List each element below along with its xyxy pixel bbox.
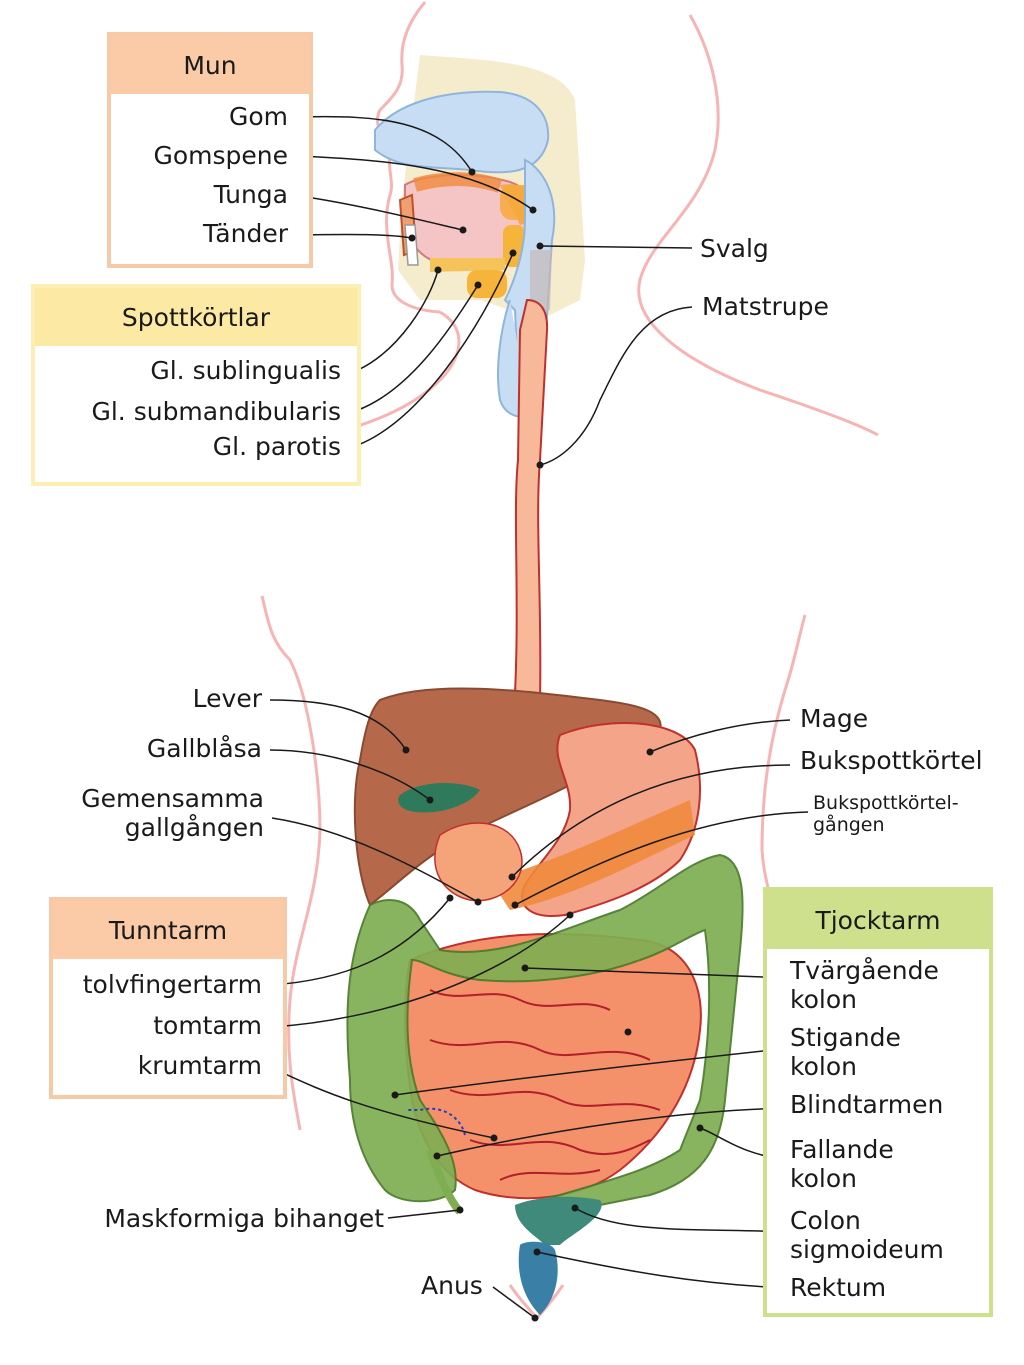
sigmoid-colon [515,1196,602,1245]
pancreas [490,800,695,910]
box-mun-title: Mun [111,36,309,94]
large-intestine [346,853,744,1212]
box-tjocktarm: Tjocktarm [763,887,993,1317]
gallbladder [398,783,480,813]
label-tander: Tänder [202,219,288,248]
box-spottkortlar-title: Spottkörtlar [35,288,357,346]
label-bukspottkortel: Bukspottkörtel [800,746,983,775]
box-tjocktarm-title: Tjocktarm [767,891,989,949]
label-fallande-kolon: Fallande kolon [790,1135,894,1193]
duodenum [434,822,523,902]
box-tunntarm: Tunntarm [49,897,287,1099]
label-gl-parotis: Gl. parotis [212,432,341,461]
label-tvargaende-kolon: Tvärgående kolon [790,956,939,1014]
label-matstrupe: Matstrupe [702,292,829,321]
box-tunntarm-title: Tunntarm [53,901,283,959]
label-gl-sublingualis: Gl. sublingualis [150,356,341,385]
label-stigande-kolon: Stigande kolon [790,1023,901,1081]
label-gomspene: Gomspene [153,141,288,170]
label-maskformiga-bihanget: Maskformiga bihanget [104,1204,384,1233]
label-colon-sigmoideum: Colon sigmoideum [790,1206,944,1264]
label-gemensamma-gallgangen: Gemensamma gallgången [81,784,264,842]
rectum [518,1241,558,1315]
label-svalg: Svalg [700,234,769,263]
body-outline [194,1,879,1321]
label-bukspottkortelgangen: Bukspottkörtel- gången [813,792,959,836]
cecum-arrow [408,1107,466,1136]
label-blindtarmen: Blindtarmen [790,1090,944,1119]
box-spottkortlar: Spottkörtlar [31,284,361,486]
leader-lines [269,115,809,1319]
label-gl-submandibularis: Gl. submandibularis [91,397,341,426]
label-gallblasa: Gallblåsa [146,734,262,763]
label-lever: Lever [192,684,262,713]
label-tunga: Tunga [213,180,288,209]
label-tomtarm: tomtarm [153,1011,262,1040]
label-tolvfingertarm: tolvfingertarm [82,970,262,999]
label-rektum: Rektum [790,1273,887,1302]
box-mun: Mun [107,32,313,268]
small-intestine-folds [429,989,661,1181]
label-krumtarm: krumtarm [137,1051,262,1080]
label-mage: Mage [800,704,869,733]
esophagus [510,298,562,741]
label-gom: Gom [228,102,288,131]
leader-dots [391,168,704,1322]
label-anus: Anus [421,1271,483,1300]
